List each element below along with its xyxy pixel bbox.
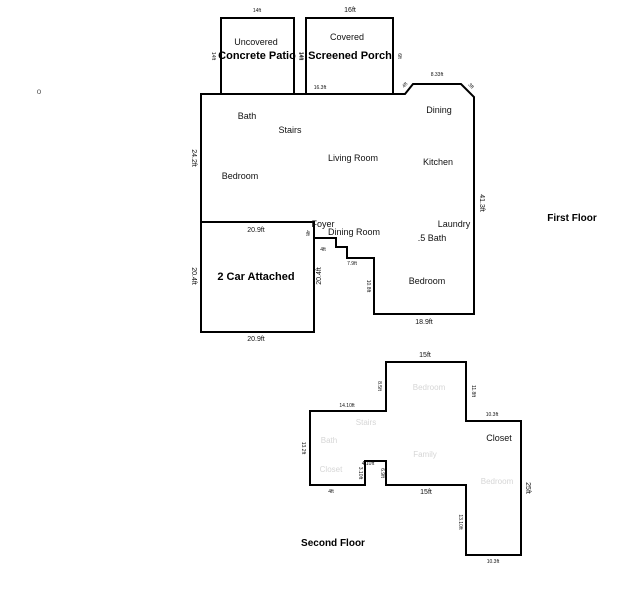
- dim-2f-inner-b: 4.10ft: [362, 461, 375, 467]
- dim-2f-left-top: 14.10ft: [339, 403, 355, 409]
- dim-2f-right-mid: 10.3ft: [486, 412, 499, 418]
- dim-2f-top: 15ft: [419, 352, 431, 359]
- dim-garage-left: 20.4ft: [190, 267, 197, 285]
- dim-notch-2: 7.9ft: [347, 261, 357, 267]
- dim-angle-1: 4ft: [401, 81, 410, 90]
- room-kitchen: Kitchen: [423, 157, 453, 167]
- dim-bottom-right: 18.9ft: [415, 319, 433, 326]
- dim-right-wall: 41.3ft: [478, 194, 485, 212]
- room-half-bath: .5 Bath: [418, 233, 447, 243]
- room-bedroom-2: Bedroom: [409, 276, 446, 286]
- dim-2f-left-wall: 13.2ft: [300, 442, 306, 455]
- dim-2f-right-upper: 11.8ft: [470, 385, 476, 398]
- dim-2f-bottom-small: 4ft: [328, 489, 334, 495]
- dim-angle-top: 8.33ft: [431, 72, 444, 78]
- room-laundry: Laundry: [438, 219, 471, 229]
- dim-inner-vertical: 10.8ft: [365, 280, 371, 293]
- room-garage: 2 Car Attached: [217, 271, 294, 283]
- dim-left-wall: 24.2ft: [190, 149, 197, 167]
- dim-2f-bottom: 15ft: [420, 489, 432, 496]
- room-2f-stairs: Stairs: [356, 418, 376, 427]
- dim-angle-2: 3ft: [467, 82, 476, 91]
- dim-patio-left: 14ft: [210, 52, 216, 61]
- room-living-room: Living Room: [328, 153, 378, 163]
- patio-label-2: Concrete Patio: [218, 50, 296, 62]
- patio-label-1: Uncovered: [234, 37, 278, 47]
- porch-label-1: Covered: [330, 32, 364, 42]
- room-2f-bedroom-top: Bedroom: [413, 383, 446, 392]
- dim-garage-top: 20.9ft: [247, 227, 265, 234]
- room-stairs: Stairs: [278, 125, 302, 135]
- dim-2f-bottom-right: 10.3ft: [487, 559, 500, 565]
- second-floor-title: Second Floor: [301, 538, 365, 549]
- second-floor-outline: [309, 361, 522, 556]
- dim-2f-right-wall: 25ft: [524, 482, 531, 494]
- stray-mark: o: [37, 87, 42, 96]
- room-dining-room: Dining Room: [328, 227, 380, 237]
- dim-garage-right: 20.4ft: [316, 267, 323, 285]
- room-bath: Bath: [238, 111, 257, 121]
- room-foyer: Foyer: [311, 219, 334, 229]
- dim-garage-bottom: 20.9ft: [247, 336, 265, 343]
- room-bedroom: Bedroom: [222, 171, 259, 181]
- dim-garage-right-small: 4ft: [304, 230, 310, 236]
- dim-2f-inner-a: 3.10ft: [357, 467, 363, 480]
- room-2f-bath: Bath: [321, 436, 337, 445]
- dim-2f-inner-right: 13.10ft: [457, 514, 463, 530]
- dim-notch-1: 4ft: [320, 247, 326, 253]
- dim-2f-inner-c: 6.9ft: [379, 468, 385, 478]
- room-2f-closet: Closet: [486, 433, 512, 443]
- room-2f-family: Family: [413, 450, 437, 459]
- dim-porch-left: 14ft: [298, 52, 304, 61]
- room-2f-bedroom-right: Bedroom: [481, 477, 514, 486]
- dim-porch-top: 16ft: [344, 7, 356, 14]
- dim-patio-top: 14ft: [253, 8, 262, 14]
- dim-2f-left-tall: 8.5ft: [376, 381, 382, 391]
- dim-porch-right: 6ft: [396, 53, 402, 59]
- dim-patio-right: 14ft: [297, 52, 303, 61]
- porch-label-2: Screened Porch: [308, 50, 392, 62]
- dim-porch-bottom: 16.3ft: [314, 85, 327, 91]
- garage-outline: [200, 221, 315, 333]
- room-dining: Dining: [426, 105, 452, 115]
- first-floor-title: First Floor: [547, 213, 597, 224]
- room-2f-closet-left: Closet: [320, 465, 343, 474]
